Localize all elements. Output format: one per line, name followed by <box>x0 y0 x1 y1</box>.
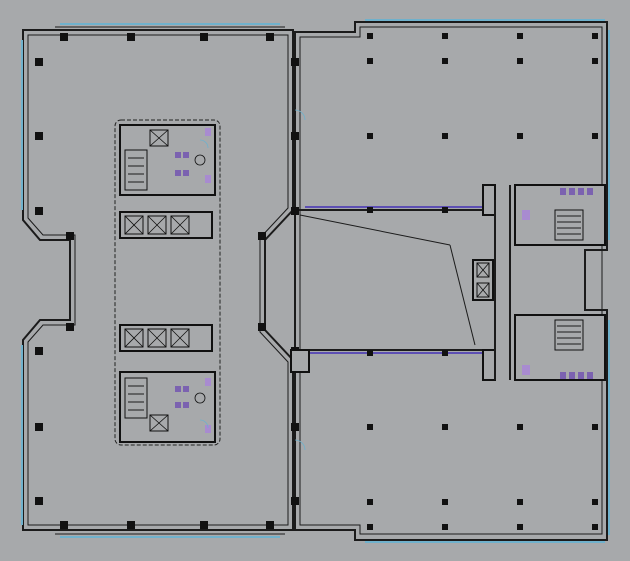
corridor-stair-box <box>290 349 310 373</box>
connector-corridor <box>295 184 511 381</box>
structural-columns <box>35 33 598 530</box>
left-core <box>114 119 221 446</box>
left-building <box>21 23 294 538</box>
service-core-top <box>514 184 606 246</box>
right-building <box>294 19 610 543</box>
door-swings <box>199 109 306 451</box>
service-core-bottom <box>514 314 606 381</box>
